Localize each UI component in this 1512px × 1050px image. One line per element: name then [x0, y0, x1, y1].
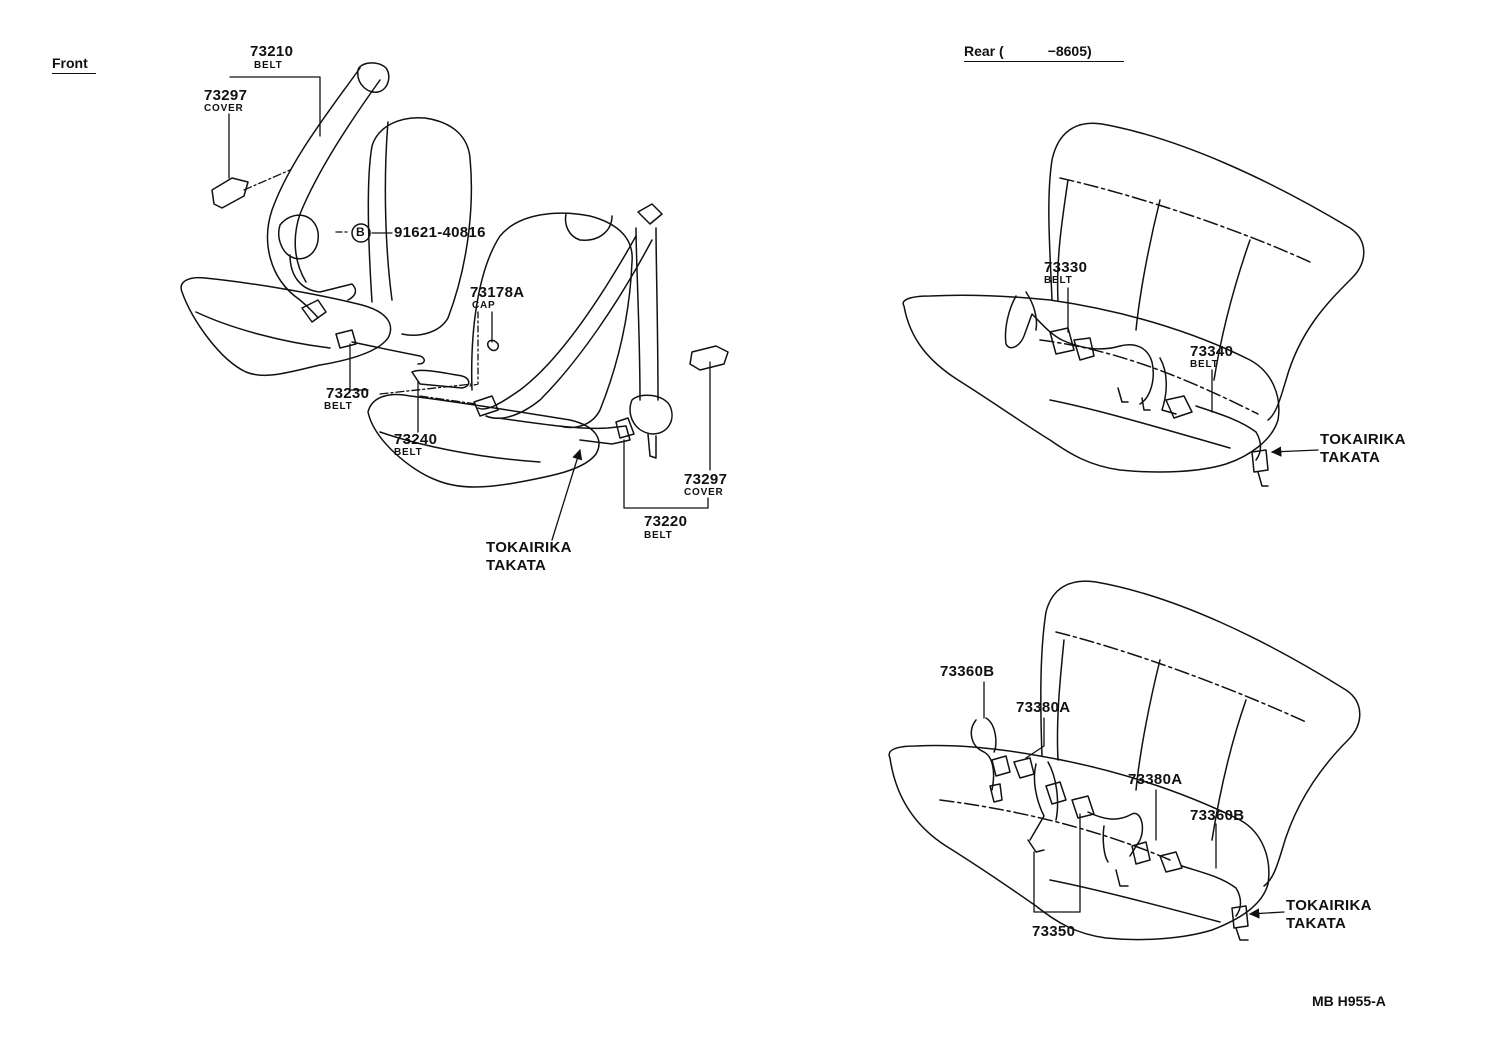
part-73297-upper-number: 73297: [204, 87, 248, 104]
part-73350-number: 73350: [1032, 923, 1076, 940]
part-73210-desc: BELT: [254, 60, 283, 71]
part-73340-desc: BELT: [1190, 359, 1219, 370]
part-73240-number: 73240: [394, 431, 438, 448]
part-73297-upper-desc: COVER: [204, 103, 244, 114]
front-left-seat-drawing: [180, 117, 473, 377]
bolt-marker-label: B: [356, 225, 365, 239]
part-73360B-right-number: 73360B: [1190, 807, 1245, 824]
section-front-heading: Front: [52, 56, 96, 74]
front-maker-line2: TAKATA: [486, 557, 547, 574]
front-right-belt-drawing: [473, 203, 729, 459]
rear-lower-maker-line1: TOKAIRIKA: [1286, 897, 1372, 914]
rear-upper-seat-drawing: [902, 122, 1365, 473]
front-maker-line1: TOKAIRIKA: [486, 539, 572, 556]
part-73178A-desc: CAP: [472, 300, 496, 311]
rear-heading-prefix: Rear (: [964, 43, 1004, 59]
part-73230-desc: BELT: [324, 401, 353, 412]
part-73210-number: 73210: [250, 43, 294, 60]
drawing-code: MB H955-A: [1312, 993, 1386, 1009]
part-73220-desc: BELT: [644, 530, 673, 541]
front-left-belt-drawing: [211, 62, 470, 389]
part-91621-number: 91621-40816: [394, 224, 486, 241]
rear-upper-maker-line2: TAKATA: [1320, 449, 1381, 466]
rear-upper-belt-drawing: [1004, 291, 1269, 487]
section-rear-heading: Rear ( −8605): [964, 44, 1124, 62]
part-73230-number: 73230: [326, 385, 370, 402]
part-73340-number: 73340: [1190, 343, 1234, 360]
part-73380A-right-number: 73380A: [1128, 771, 1183, 788]
part-73178A-number: 73178A: [470, 284, 525, 301]
part-73330-desc: BELT: [1044, 275, 1073, 286]
front-right-seat-drawing: [367, 212, 633, 488]
part-73240-desc: BELT: [394, 447, 423, 458]
leader-lines: [228, 76, 1319, 919]
part-73220-number: 73220: [644, 513, 688, 530]
part-73380A-left-number: 73380A: [1016, 699, 1071, 716]
part-73297-lower-number: 73297: [684, 471, 728, 488]
part-73330-number: 73330: [1044, 259, 1088, 276]
rear-upper-maker-line1: TOKAIRIKA: [1320, 431, 1406, 448]
rear-lower-maker-line2: TAKATA: [1286, 915, 1347, 932]
part-73360B-left-number: 73360B: [940, 663, 995, 680]
circle-marker-icon: [351, 223, 371, 243]
rear-heading-suffix: −8605): [1047, 43, 1092, 59]
rear-lower-belt-drawing: [970, 717, 1249, 941]
part-73297-lower-desc: COVER: [684, 487, 724, 498]
